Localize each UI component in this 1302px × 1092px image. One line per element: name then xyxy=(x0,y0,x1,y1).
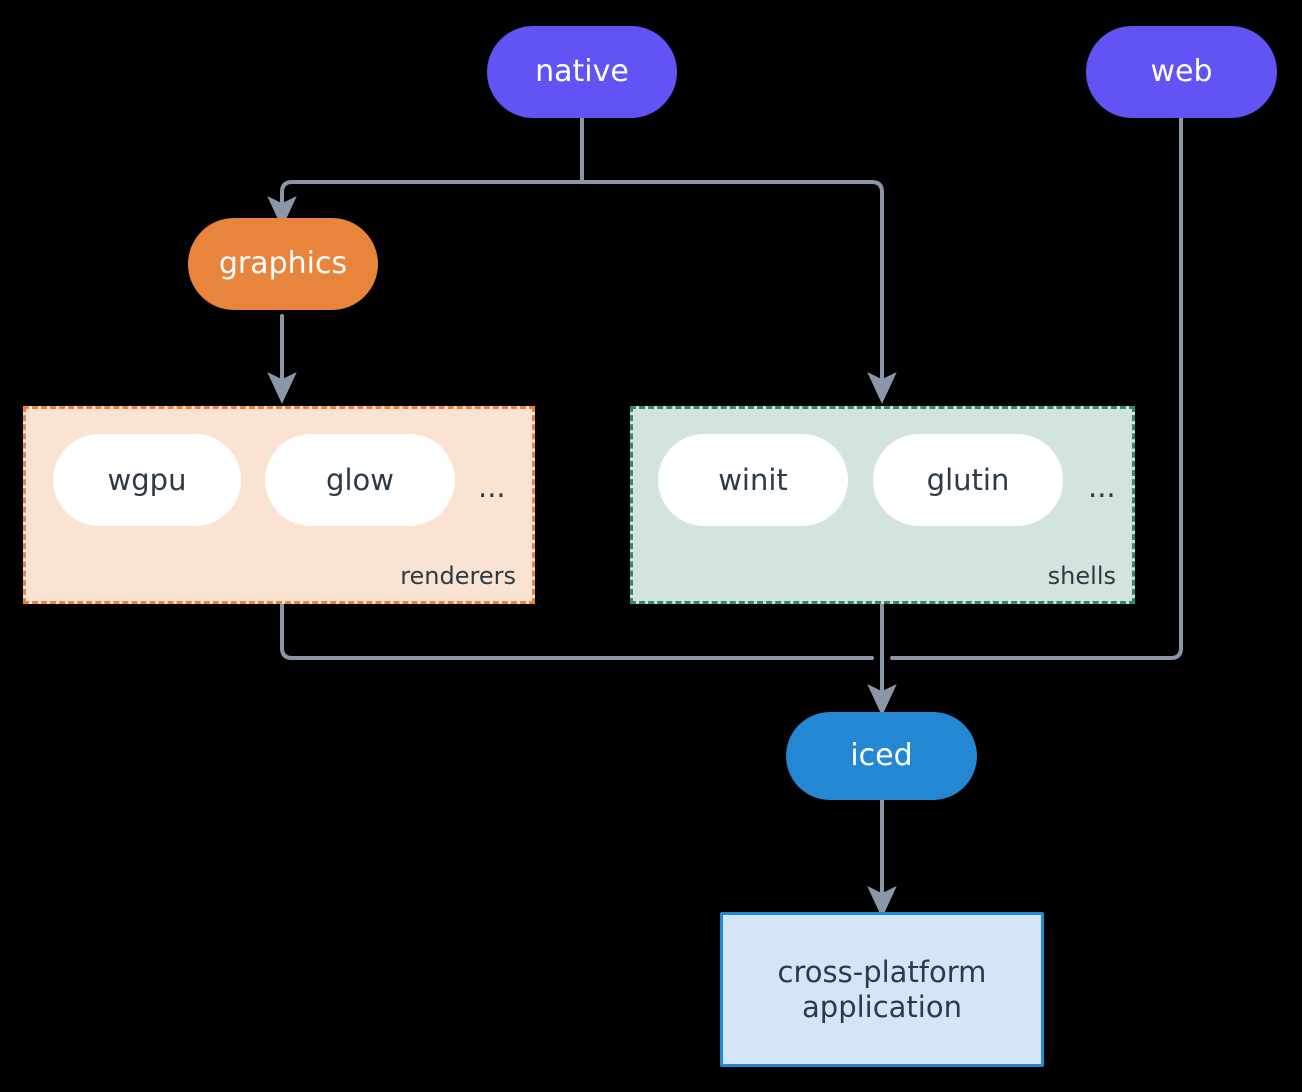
group-shells-item-winit[interactable]: winit xyxy=(658,434,848,526)
edge-native-to-graphics xyxy=(267,180,584,228)
node-graphics-label: graphics xyxy=(218,246,348,282)
node-native-label: native xyxy=(535,54,629,90)
group-renderers: wgpu glow ... renderers xyxy=(23,406,535,604)
group-renderers-item-glow[interactable]: glow xyxy=(265,434,455,526)
node-application[interactable]: cross-platform application xyxy=(720,912,1044,1067)
group-renderers-label: renderers xyxy=(400,562,516,590)
node-web[interactable]: web xyxy=(1086,26,1277,118)
node-iced[interactable]: iced xyxy=(786,712,977,800)
edge-renderers-to-iced xyxy=(280,602,874,660)
node-web-label: web xyxy=(1150,54,1213,90)
group-renderers-more: ... xyxy=(478,470,506,504)
group-renderers-item-wgpu-label: wgpu xyxy=(107,463,187,497)
group-shells-item-glutin-label: glutin xyxy=(926,463,1010,497)
group-shells-more: ... xyxy=(1088,470,1116,504)
node-application-line1: cross-platform xyxy=(777,955,987,990)
group-shells-item-glutin[interactable]: glutin xyxy=(873,434,1063,526)
edge-web-to-iced xyxy=(890,114,1183,660)
group-shells-label: shells xyxy=(1047,562,1116,590)
group-shells-item-winit-label: winit xyxy=(718,463,788,497)
group-renderers-item-wgpu[interactable]: wgpu xyxy=(53,434,241,526)
node-graphics[interactable]: graphics xyxy=(188,218,378,310)
node-iced-label: iced xyxy=(850,738,913,774)
node-application-line2: application xyxy=(802,989,962,1024)
group-shells: winit glutin ... shells xyxy=(630,406,1135,604)
edge-native-to-shells xyxy=(580,180,897,404)
group-renderers-item-glow-label: glow xyxy=(326,463,394,497)
node-native[interactable]: native xyxy=(487,26,677,118)
